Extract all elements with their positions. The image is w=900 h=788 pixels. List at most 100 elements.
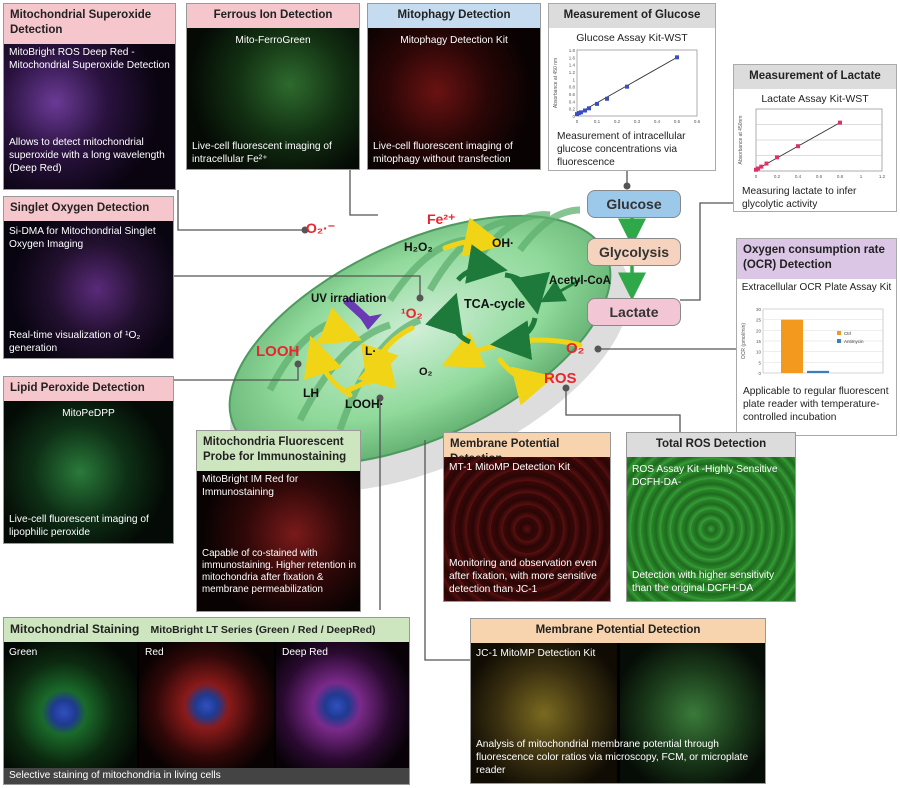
singlet-oxygen-label: ¹O₂ [401, 305, 423, 321]
glucose-title: Measurement of Glucose [549, 4, 715, 28]
o2-small-label: O₂ [419, 366, 433, 378]
singlet-desc: Real-time visualization of ¹O₂ generatio… [9, 330, 141, 354]
singlet-image [4, 221, 173, 358]
data-point [605, 96, 609, 101]
y-tick-label: 0 [758, 371, 761, 376]
l-radical-label: L· [365, 344, 377, 358]
x-tick-label: 0.2 [774, 174, 781, 179]
ocr-desc: Applicable to regular fluorescent plate … [743, 386, 889, 423]
mitophagy-panel: Mitophagy Detection Mitophagy Detection … [367, 3, 541, 170]
data-point [587, 106, 591, 111]
membrane2-desc: Analysis of mitochondrial membrane poten… [476, 739, 749, 776]
glucose-desc: Measurement of intracellular glucose con… [557, 131, 686, 168]
mitophagy-product: Mitophagy Detection Kit [400, 35, 508, 46]
staining-title: Mitochondrial Staining [10, 622, 140, 636]
membrane1-panel: Membrane Potential Detection MT-1 MitoMP… [443, 432, 611, 602]
y-tick-label: 15 [756, 339, 762, 344]
legend-swatch [837, 331, 841, 335]
ferrous-image [187, 28, 359, 169]
uv-irradiation-label: UV irradiation [311, 293, 387, 305]
x-tick-label: 0.2 [614, 119, 621, 124]
y-tick-label: 25 [756, 318, 762, 323]
oh-label: OH· [492, 236, 514, 250]
ferrous-desc: Live-cell fluorescent imaging of intrace… [192, 141, 332, 165]
lipid-title: Lipid Peroxide Detection [4, 377, 173, 401]
x-tick-label: 0.6 [816, 174, 823, 179]
totalros-image [627, 457, 795, 601]
ferrous-title: Ferrous Ion Detection [187, 4, 359, 28]
lactate-product: Lactate Assay Kit-WST [761, 93, 869, 105]
singlet-panel: Singlet Oxygen Detection Si-DMA for Mito… [3, 196, 174, 359]
plot-area [576, 49, 698, 117]
membrane1-product: MT-1 MitoMP Detection Kit [449, 462, 570, 473]
ocr-product: Extracellular OCR Plate Assay Kit [741, 282, 892, 293]
membrane2-title: Membrane Potential Detection [471, 619, 765, 643]
lipid-image [4, 401, 173, 543]
h2o2-label: H₂O₂ [404, 240, 433, 254]
totalros-panel: Total ROS Detection ROS Assay Kit -Highl… [626, 432, 796, 602]
lipid-desc: Live-cell fluorescent imaging of lipophi… [9, 514, 149, 538]
lactate-desc: Measuring lactate to infer glycolytic ac… [742, 186, 857, 210]
legend-label: Antimycin [844, 339, 864, 344]
superoxide-title: Mitochondrial Superoxide Detection [4, 4, 175, 44]
lactate-panel: Measurement of Lactate Lactate Assay Kit… [733, 64, 897, 212]
y-axis-label: Absorbance at 450nm [738, 116, 744, 165]
x-tick-label: 1 [860, 174, 863, 179]
y-tick-label: 1.4 [569, 63, 576, 68]
membrane2-image-left [471, 643, 617, 783]
data-point [796, 144, 800, 149]
y-tick-label: 1.8 [569, 48, 576, 53]
x-tick-label: 0 [576, 119, 579, 124]
y-tick-label: 1 [572, 77, 575, 82]
ocr-title: Oxygen consumption rate (OCR) Detection [737, 239, 896, 279]
x-tick-label: 1.2 [879, 174, 886, 179]
glucose-pill: Glucose [587, 190, 681, 218]
singlet-title: Singlet Oxygen Detection [4, 197, 173, 221]
bar-ctrl [781, 319, 803, 373]
membrane1-desc: Monitoring and observation even after fi… [449, 558, 597, 595]
fe2-label: Fe²⁺ [427, 211, 456, 227]
legend-swatch [837, 339, 841, 343]
x-tick-label: 0.5 [674, 119, 681, 124]
looh-label: LOOH [256, 343, 300, 360]
y-axis-label: Absorbance at 450 nm [553, 58, 559, 108]
y-tick-label: 1.2 [569, 70, 576, 75]
totalros-title: Total ROS Detection [627, 433, 795, 457]
x-tick-label: 0.4 [654, 119, 661, 124]
y-tick-label: 0.8 [569, 85, 576, 90]
staining-footer [4, 768, 409, 784]
o2-label: O₂ [566, 340, 585, 357]
mitophagy-title: Mitophagy Detection [368, 4, 540, 28]
immuno-product: MitoBright IM Red for Immunostaining [202, 474, 299, 498]
staining-header: Mitochondrial Staining MitoBright LT Ser… [4, 618, 409, 642]
staining-green-label: Green [9, 647, 38, 658]
totalros-desc: Detection with higher sensitivity than t… [632, 570, 775, 594]
tca-cycle-label: TCA-cycle [464, 297, 526, 311]
immuno-desc: Capable of co-stained with immunostainin… [202, 548, 357, 595]
y-tick-label: 10 [756, 350, 762, 355]
x-tick-label: 0.1 [594, 119, 601, 124]
superoxide-product: MitoBright ROS Deep Red - Mitochondrial … [9, 47, 170, 71]
superoxide-label: O₂·⁻ [306, 220, 336, 236]
x-tick-label: 0 [755, 174, 758, 179]
y-tick-label: 20 [756, 328, 762, 333]
y-tick-label: 30 [756, 307, 762, 312]
membrane1-title: Membrane Potential Detection [444, 433, 610, 465]
superoxide-image [4, 44, 175, 189]
staining-deepred-image [276, 642, 409, 770]
data-point [838, 120, 842, 125]
y-tick-label: 5 [758, 360, 761, 365]
data-point [775, 155, 779, 160]
staining-green-image [4, 642, 137, 770]
data-point [754, 167, 758, 172]
membrane1-image [444, 457, 610, 601]
superoxide-panel: Mitochondrial Superoxide Detection MitoB… [3, 3, 176, 190]
singlet-product: Si-DMA for Mitochondrial Singlet Oxygen … [9, 226, 156, 250]
data-point [759, 164, 764, 169]
staining-series: MitoBright LT Series (Green / Red / Deep… [150, 624, 376, 636]
lipid-panel: Lipid Peroxide Detection MitoPeDPP Live-… [3, 376, 174, 544]
